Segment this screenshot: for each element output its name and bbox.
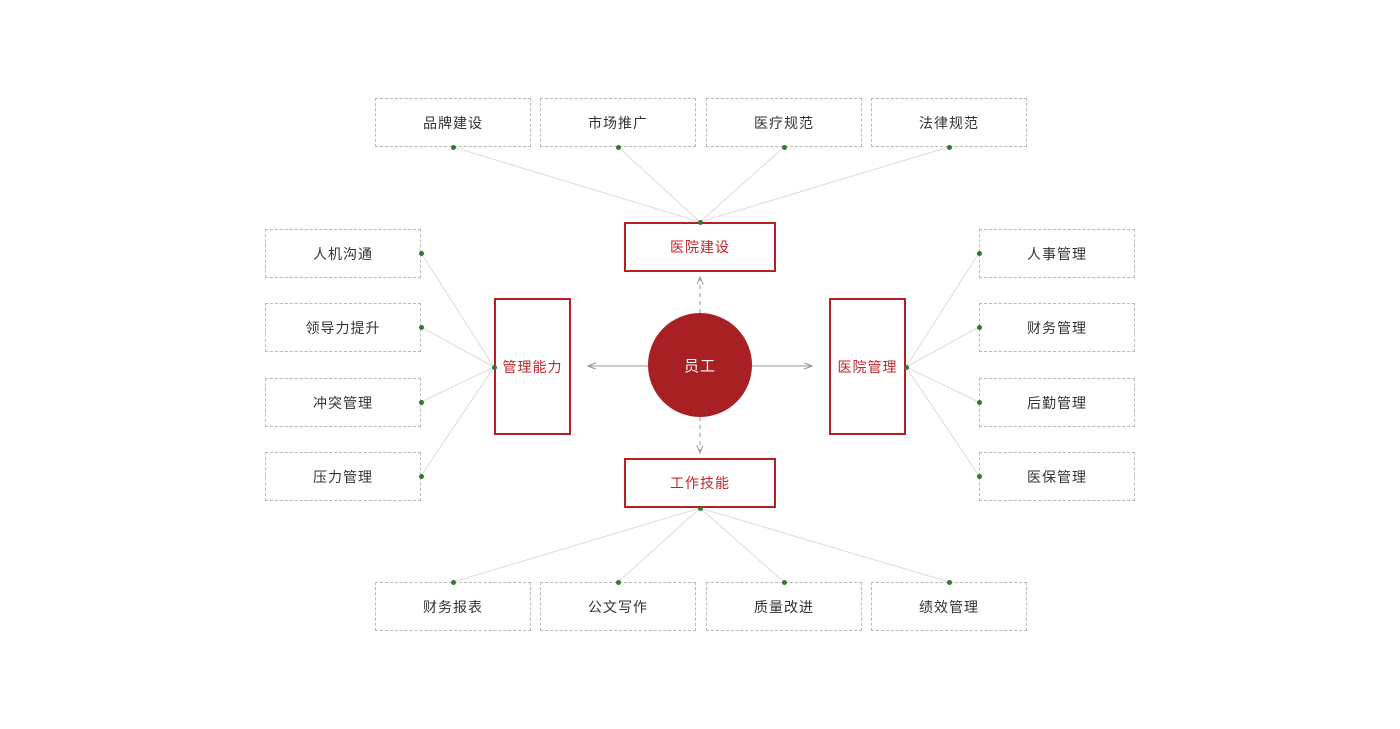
connector-dot: [781, 579, 787, 585]
leaf-stress-management-label: 压力管理: [313, 469, 373, 486]
leaf-hr-management-label: 人事管理: [1027, 246, 1087, 263]
leaf-brand-building[interactable]: 品牌建设: [375, 98, 531, 147]
fan-line-leaf-conflict-management: [420, 366, 495, 403]
fan-line-leaf-human-machine-communication: [420, 252, 495, 368]
connector-dot: [418, 399, 424, 405]
leaf-brand-building-label: 品牌建设: [423, 115, 483, 132]
fan-line-leaf-financial-report: [452, 507, 701, 583]
connector-dot: [697, 219, 703, 225]
leaf-medical-standard-label: 医疗规范: [754, 115, 814, 132]
connector-dot: [615, 579, 621, 585]
branch-hospital-construction-label: 医院建设: [670, 240, 730, 256]
connector-dot: [976, 324, 982, 330]
leaf-human-machine-communication-label: 人机沟通: [313, 246, 373, 263]
fan-line-leaf-logistics-management: [905, 366, 980, 403]
connector-dot: [418, 324, 424, 330]
leaf-market-promotion-label: 市场推广: [588, 115, 648, 132]
connector-dot: [976, 399, 982, 405]
leaf-official-document-label: 公文写作: [588, 599, 648, 616]
branch-work-skills-label: 工作技能: [670, 476, 730, 492]
leaf-stress-management[interactable]: 压力管理: [265, 452, 421, 501]
connector-dot: [903, 364, 909, 370]
connector-dot: [418, 473, 424, 479]
leaf-human-machine-communication[interactable]: 人机沟通: [265, 229, 421, 278]
leaf-market-promotion[interactable]: 市场推广: [540, 98, 696, 147]
connector-dot: [946, 144, 952, 150]
connector-dot: [491, 364, 497, 370]
connector-dot: [976, 250, 982, 256]
fan-line-leaf-quality-improvement: [699, 507, 785, 583]
leaf-quality-improvement[interactable]: 质量改进: [706, 582, 862, 631]
leaf-financial-report[interactable]: 财务报表: [375, 582, 531, 631]
branch-hospital-management-label: 医院管理: [837, 359, 898, 376]
fan-line-leaf-brand-building: [452, 146, 701, 223]
leaf-performance-management-label: 绩效管理: [919, 599, 979, 616]
leaf-performance-management[interactable]: 绩效管理: [871, 582, 1027, 631]
connector-dot: [450, 144, 456, 150]
connector-dot: [781, 144, 787, 150]
connector-dot: [976, 473, 982, 479]
leaf-insurance-management-label: 医保管理: [1027, 469, 1087, 486]
leaf-conflict-management[interactable]: 冲突管理: [265, 378, 421, 427]
leaf-financial-report-label: 财务报表: [423, 599, 483, 616]
branch-hospital-construction[interactable]: 医院建设: [624, 222, 776, 272]
fan-line-leaf-hr-management: [905, 252, 980, 368]
fan-line-leaf-official-document: [617, 507, 701, 583]
connector-dot: [418, 250, 424, 256]
fan-line-leaf-leadership-improvement: [420, 326, 495, 368]
connector-dot: [615, 144, 621, 150]
fan-line-leaf-performance-management: [699, 507, 950, 583]
leaf-finance-management[interactable]: 财务管理: [979, 303, 1135, 352]
leaf-leadership-improvement[interactable]: 领导力提升: [265, 303, 421, 352]
fan-line-leaf-finance-management: [905, 326, 980, 368]
branch-work-skills[interactable]: 工作技能: [624, 458, 776, 508]
leaf-quality-improvement-label: 质量改进: [754, 599, 814, 616]
leaf-legal-standard-label: 法律规范: [919, 115, 979, 132]
fan-line-leaf-stress-management: [420, 366, 495, 477]
branch-hospital-management[interactable]: 医院管理: [829, 298, 906, 435]
leaf-official-document[interactable]: 公文写作: [540, 582, 696, 631]
leaf-logistics-management-label: 后勤管理: [1027, 395, 1087, 412]
hub-label: 员工: [683, 356, 716, 375]
fan-line-leaf-medical-standard: [699, 146, 785, 223]
fan-line-leaf-legal-standard: [699, 146, 950, 223]
leaf-insurance-management[interactable]: 医保管理: [979, 452, 1135, 501]
leaf-medical-standard[interactable]: 医疗规范: [706, 98, 862, 147]
leaf-leadership-improvement-label: 领导力提升: [305, 320, 381, 337]
leaf-legal-standard[interactable]: 法律规范: [871, 98, 1027, 147]
connector-dot: [450, 579, 456, 585]
branch-management-ability-label: 管理能力: [502, 359, 563, 376]
leaf-logistics-management[interactable]: 后勤管理: [979, 378, 1135, 427]
fan-line-leaf-insurance-management: [905, 366, 980, 477]
leaf-conflict-management-label: 冲突管理: [313, 395, 373, 412]
fan-line-leaf-market-promotion: [617, 146, 701, 223]
connector-dot: [946, 579, 952, 585]
leaf-hr-management[interactable]: 人事管理: [979, 229, 1135, 278]
connector-dot: [697, 505, 703, 511]
leaf-finance-management-label: 财务管理: [1027, 320, 1087, 337]
branch-management-ability[interactable]: 管理能力: [494, 298, 571, 435]
hub-node-employee[interactable]: 员工: [648, 313, 752, 417]
